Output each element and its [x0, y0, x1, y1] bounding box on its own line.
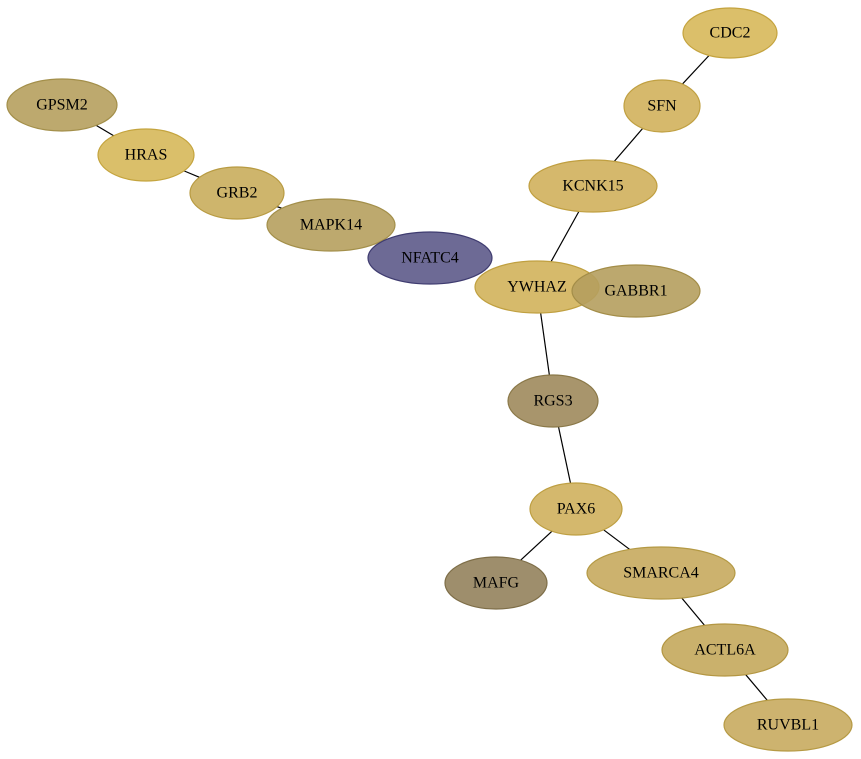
node-gabbr1[interactable]: GABBR1 [571, 264, 701, 318]
node-label-grb2: GRB2 [217, 185, 258, 202]
node-shape-kcnk15 [528, 159, 658, 213]
edge-pax6-mafg [520, 530, 553, 561]
node-label-ruvbl1: RUVBL1 [757, 717, 819, 734]
edge-kcnk15-ywhaz [550, 211, 580, 262]
node-pax6[interactable]: PAX6 [529, 482, 623, 536]
node-label-ywhaz: YWHAZ [507, 279, 567, 296]
node-mapk14[interactable]: MAPK14 [266, 198, 396, 252]
edges-layer [95, 54, 768, 701]
node-shape-nfatc4 [367, 231, 493, 285]
node-shape-mafg [444, 556, 548, 610]
node-label-cdc2: CDC2 [710, 25, 751, 42]
node-label-mapk14: MAPK14 [300, 217, 362, 234]
node-mafg[interactable]: MAFG [444, 556, 548, 610]
node-kcnk15[interactable]: KCNK15 [528, 159, 658, 213]
edge-sfn-kcnk15 [613, 127, 644, 162]
node-shape-hras [97, 128, 195, 182]
edge-pax6-smarca4 [603, 529, 631, 550]
node-rgs3[interactable]: RGS3 [507, 374, 599, 428]
node-shape-gpsm2 [6, 78, 118, 132]
node-ywhaz[interactable]: YWHAZ [474, 260, 600, 314]
node-ruvbl1[interactable]: RUVBL1 [723, 698, 853, 752]
node-gpsm2[interactable]: GPSM2 [6, 78, 118, 132]
edge-hras-grb2 [183, 170, 200, 178]
edge-rgs3-pax6 [557, 426, 572, 484]
node-nfatc4[interactable]: NFATC4 [367, 231, 493, 285]
node-label-hras: HRAS [125, 147, 168, 164]
edge-gpsm2-hras [95, 124, 115, 137]
node-label-nfatc4: NFATC4 [401, 250, 459, 267]
node-label-sfn: SFN [647, 98, 677, 115]
node-shape-cdc2 [682, 7, 778, 59]
node-label-kcnk15: KCNK15 [562, 178, 623, 195]
node-smarca4[interactable]: SMARCA4 [586, 546, 736, 600]
node-shape-smarca4 [586, 546, 736, 600]
node-shape-gabbr1 [571, 264, 701, 318]
node-shape-rgs3 [507, 374, 599, 428]
node-actl6a[interactable]: ACTL6A [661, 623, 789, 677]
node-shape-mapk14 [266, 198, 396, 252]
node-shape-actl6a [661, 623, 789, 677]
node-label-mafg: MAFG [473, 575, 520, 592]
node-hras[interactable]: HRAS [97, 128, 195, 182]
node-shape-ruvbl1 [723, 698, 853, 752]
node-sfn[interactable]: SFN [623, 79, 701, 133]
node-shape-sfn [623, 79, 701, 133]
edge-cdc2-sfn [681, 54, 710, 85]
edge-smarca4-actl6a [681, 597, 706, 626]
node-label-gabbr1: GABBR1 [604, 283, 667, 300]
node-grb2[interactable]: GRB2 [189, 166, 285, 220]
node-label-pax6: PAX6 [557, 501, 596, 518]
node-label-actl6a: ACTL6A [694, 642, 756, 659]
node-cdc2[interactable]: CDC2 [682, 7, 778, 59]
node-label-gpsm2: GPSM2 [36, 97, 88, 114]
edge-actl6a-ruvbl1 [745, 674, 768, 701]
node-label-rgs3: RGS3 [533, 393, 572, 410]
node-shape-grb2 [189, 166, 285, 220]
edge-ywhaz-rgs3 [540, 312, 550, 376]
node-shape-pax6 [529, 482, 623, 536]
node-label-smarca4: SMARCA4 [623, 565, 699, 582]
